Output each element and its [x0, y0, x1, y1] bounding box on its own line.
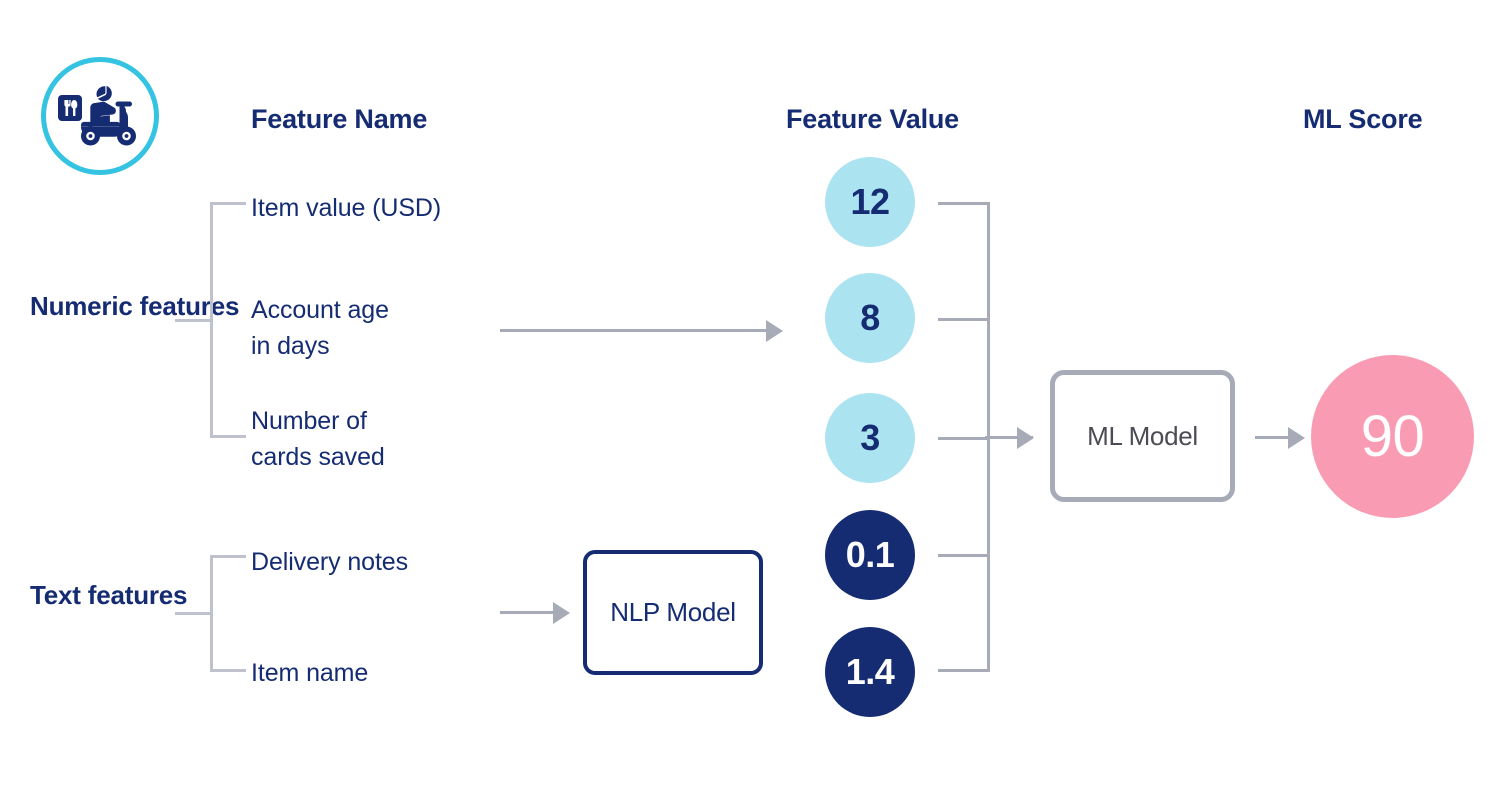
group-label-numeric-features: Numeric features [30, 291, 240, 321]
brace-stem-middle [175, 319, 213, 322]
arrow-head-icon [766, 320, 783, 342]
brace-numeric-features [175, 202, 246, 438]
feature-name-label: Delivery notes [251, 548, 408, 576]
delivery-scooter-icon [41, 57, 159, 175]
feature-value-circle: 1.4 [825, 627, 915, 717]
collector-stem [938, 202, 990, 205]
arrow-ml-model-to-score [1255, 436, 1300, 439]
column-header-ml-score: ML Score [1303, 104, 1423, 134]
feature-name-label: Item name [251, 659, 369, 687]
nlp-model-box: NLP Model [583, 550, 763, 675]
ml-model-box: ML Model [1050, 370, 1235, 502]
arrow-head-icon [553, 602, 570, 624]
arrow-text-to-nlp-model [500, 611, 555, 614]
collector-stem [938, 318, 990, 321]
arrow-head-icon [1288, 427, 1305, 449]
collector-stem [938, 669, 990, 672]
collector-stem [938, 437, 990, 440]
brace-stem-middle [175, 612, 213, 615]
ml-score-circle: 90 [1311, 355, 1474, 518]
arrow-numeric-to-values [500, 329, 768, 332]
value-collector-bracket [938, 202, 990, 672]
feature-name-label: Item value (USD) [251, 194, 442, 222]
brace-text-features [175, 555, 246, 672]
feature-value-circle: 8 [825, 273, 915, 363]
column-header-feature-name: Feature Name [251, 104, 428, 134]
brace-stem-bottom [210, 435, 246, 438]
feature-value-circle: 0.1 [825, 510, 915, 600]
brace-stem-top [210, 555, 246, 558]
brace-stem-bottom [210, 669, 246, 672]
feature-value-circle: 12 [825, 157, 915, 247]
brace-stem-top [210, 202, 246, 205]
column-header-feature-value: Feature Value [786, 104, 959, 134]
feature-value-circle: 3 [825, 393, 915, 483]
collector-stem [938, 554, 990, 557]
feature-name-label: Number of cards saved [251, 407, 385, 471]
feature-name-label: Account age in days [251, 296, 389, 360]
group-label-text-features: Text features [30, 580, 188, 610]
arrow-values-to-ml-model [985, 436, 1033, 439]
arrow-head-icon [1017, 427, 1034, 449]
